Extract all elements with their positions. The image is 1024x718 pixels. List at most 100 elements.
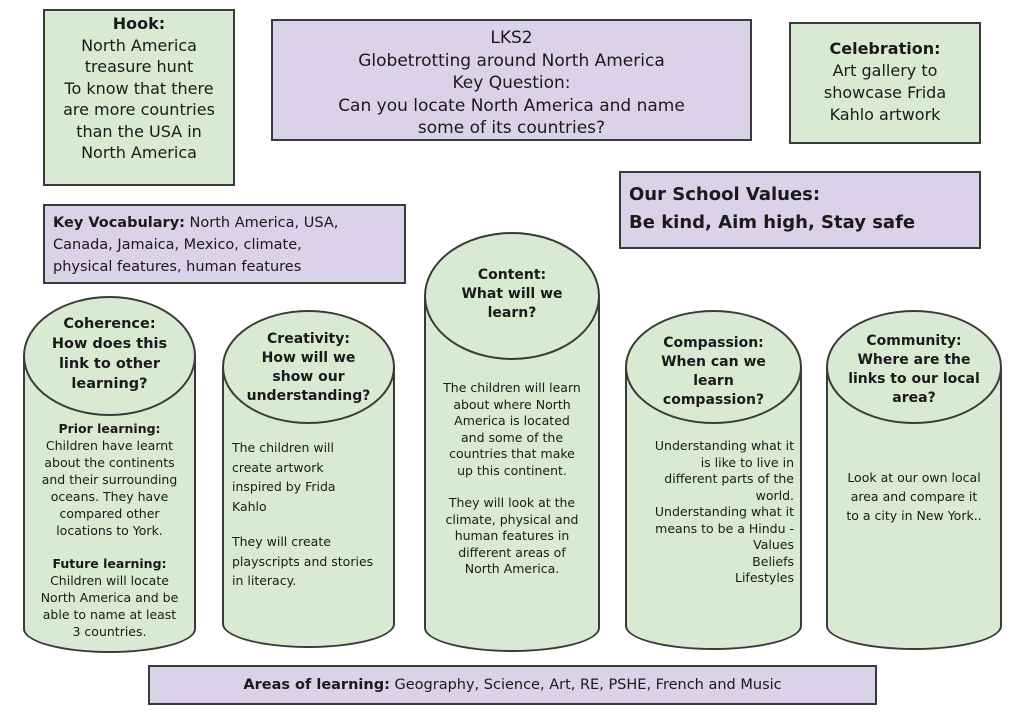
key-vocabulary-text: North America, USA,	[184, 215, 339, 231]
creativity-heading: Creativity: How will we show our underst…	[232, 330, 385, 406]
school-values-box: Our School Values: Be kind, Aim high, St…	[619, 171, 981, 249]
celebration-line: Art gallery to	[832, 61, 938, 80]
community-text: Look at our own local area and compare i…	[834, 468, 994, 525]
areas-of-learning-label: Areas of learning:	[243, 677, 390, 693]
text-line: about the continents	[44, 455, 175, 470]
heading-line: Creativity:	[267, 331, 350, 347]
text-line: Understanding what it	[654, 438, 794, 453]
text-line: area and compare it	[850, 489, 978, 504]
text-line: Understanding what it	[654, 504, 794, 519]
heading-line: learn?	[487, 305, 537, 321]
text-line: North America and be	[40, 590, 179, 605]
key-vocabulary-box: Key Vocabulary: North America, USA, Cana…	[43, 204, 406, 284]
text-line: The children will	[232, 440, 334, 455]
celebration-title: Celebration:	[829, 39, 941, 58]
heading-line: Content:	[477, 267, 547, 283]
creativity-cylinder: Creativity: How will we show our underst…	[222, 310, 395, 648]
hook-line: To know that there	[64, 78, 214, 98]
celebration-line: showcase Frida	[823, 83, 947, 102]
future-learning-label: Future learning:	[52, 556, 167, 571]
text-line: Children have learnt	[45, 438, 174, 453]
content-cylinder: Content: What will we learn? The childre…	[424, 232, 600, 652]
text-line: Lifestyles	[734, 570, 794, 585]
hook-box: Hook: North America treasure hunt To kno…	[43, 9, 235, 186]
text-line: and some of the	[460, 429, 564, 445]
hook-line: North America	[81, 143, 197, 162]
key-question-label: Key Question:	[452, 73, 571, 93]
coherence-heading: Coherence: How does this link to other l…	[33, 314, 186, 394]
text-line: world.	[755, 487, 794, 503]
hook-title: Hook:	[112, 14, 166, 33]
areas-of-learning-box: Areas of learning: Geography, Science, A…	[148, 665, 877, 705]
hook-line: North America	[81, 35, 197, 55]
key-question-box: LKS2 Globetrotting around North America …	[271, 19, 752, 141]
text-line: means to be a Hindu -	[655, 520, 794, 536]
text-line: They will look at the	[448, 495, 576, 510]
cylinder-top	[23, 296, 196, 416]
creativity-text: The children will create artwork inspire…	[232, 438, 387, 591]
text-line: America is located	[454, 413, 570, 428]
text-line: countries that make	[449, 446, 575, 461]
community-cylinder: Community: Where are the links to our lo…	[826, 310, 1002, 650]
key-vocabulary-text: physical features, human features	[53, 259, 302, 275]
coherence-cylinder: Coherence: How does this link to other l…	[23, 296, 196, 653]
heading-line: link to other	[58, 356, 161, 372]
text-line: Look at our own local	[847, 470, 981, 485]
content-text: The children will learn about where Nort…	[430, 380, 594, 578]
text-line: Kahlo	[232, 498, 267, 514]
heading-line: links to our local	[848, 371, 980, 387]
text-line: locations to York.	[56, 523, 163, 538]
text-line: and their surrounding	[41, 472, 178, 487]
celebration-box: Celebration: Art gallery to showcase Fri…	[789, 22, 981, 144]
cylinder-top	[826, 310, 1002, 424]
heading-line: Where are the	[857, 352, 971, 368]
hook-line: than the USA in	[76, 121, 202, 141]
year-group: LKS2	[490, 28, 533, 48]
text-line: oceans. They have	[50, 489, 169, 504]
text-line: is like to live in	[700, 454, 794, 470]
content-heading: Content: What will we learn?	[434, 266, 590, 323]
heading-line: Coherence:	[63, 316, 156, 332]
text-line: compared other	[59, 506, 160, 521]
hook-line: are more countries	[63, 100, 215, 119]
text-line: They will create	[232, 534, 331, 549]
heading-line: When can we	[661, 354, 766, 370]
key-vocabulary-text: Canada, Jamaica, Mexico, climate,	[53, 237, 302, 253]
heading-line: understanding?	[246, 388, 371, 404]
heading-line: compassion?	[662, 392, 765, 408]
text-line: up this continent.	[457, 462, 567, 478]
text-line: about where North	[453, 396, 571, 412]
text-line: to a city in New York..	[846, 508, 982, 523]
text-line: Beliefs	[752, 553, 794, 569]
cylinder-top	[625, 310, 802, 424]
heading-line: How will we	[261, 350, 356, 366]
text-line: create artwork	[232, 459, 324, 475]
prior-learning-label: Prior learning:	[58, 421, 161, 436]
text-line: climate, physical and	[445, 511, 579, 527]
topic-title: Globetrotting around North America	[358, 50, 665, 71]
cylinder-top	[424, 232, 600, 360]
community-heading: Community: Where are the links to our lo…	[836, 332, 992, 408]
key-question-line: Can you locate North America and name	[338, 95, 685, 116]
text-line: Values	[753, 537, 794, 552]
text-line: in literacy.	[232, 573, 297, 588]
school-values-text: Be kind, Aim high, Stay safe	[629, 212, 916, 233]
heading-line: Community:	[866, 333, 962, 349]
hook-line: treasure hunt	[84, 57, 194, 76]
heading-line: area?	[892, 390, 936, 406]
text-line: inspired by Frida	[232, 479, 336, 494]
text-line: able to name at least	[42, 607, 177, 622]
heading-line: What will we	[461, 286, 563, 302]
areas-of-learning-text: Geography, Science, Art, RE, PSHE, Frenc…	[389, 677, 782, 693]
coherence-text: Prior learning: Children have learnt abo…	[29, 420, 190, 640]
text-line: 3 countries.	[72, 624, 147, 639]
compassion-heading: Compassion: When can we learn compassion…	[635, 334, 792, 410]
school-values-title: Our School Values:	[629, 184, 821, 205]
heading-line: Compassion:	[663, 335, 764, 351]
key-question-line: some of its countries?	[417, 118, 606, 138]
cylinder-body	[424, 296, 600, 652]
text-line: Children will locate	[50, 573, 169, 588]
text-line: North America.	[464, 561, 560, 576]
text-line: The children will learn	[443, 380, 581, 395]
key-vocabulary-label: Key Vocabulary:	[53, 215, 185, 231]
